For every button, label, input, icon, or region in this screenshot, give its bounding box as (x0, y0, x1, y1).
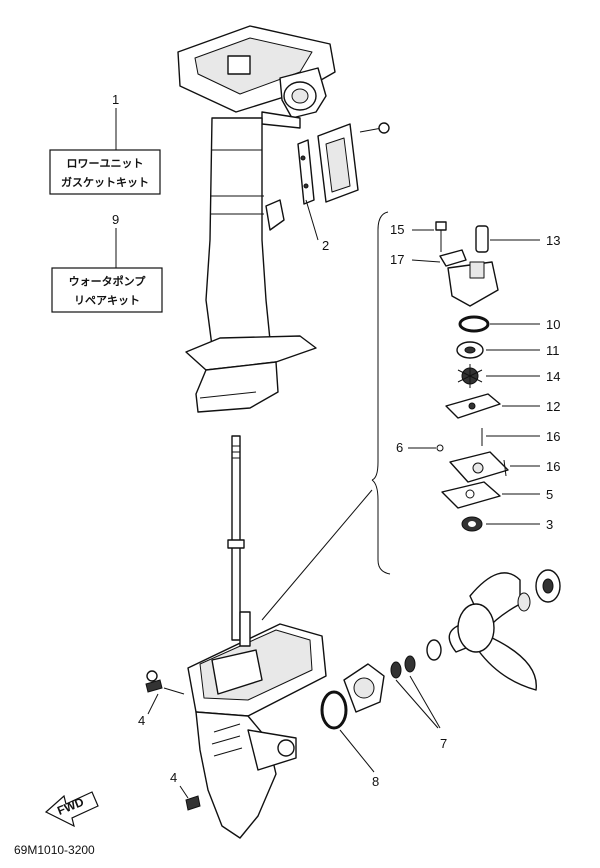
part-15-bolt: 15 (390, 221, 447, 252)
callout-number: 9 (112, 212, 119, 227)
part-5-gasket: 5 (441, 481, 553, 509)
callout-number: 6 (396, 440, 403, 455)
callout-number: 13 (546, 233, 560, 248)
part-12-outer-plate: 12 (445, 393, 560, 419)
drive-shaft (227, 435, 245, 641)
callout-number: 17 (390, 252, 404, 267)
callout-number: 14 (546, 369, 560, 384)
callout-number: 8 (372, 774, 379, 789)
callout-number: 4 (138, 713, 145, 728)
lower-unit-gearcase (187, 611, 327, 839)
callout-number: 4 (170, 770, 177, 785)
callout-number: 5 (546, 487, 553, 502)
drive-shaft-housing (177, 25, 336, 413)
callout-number: 2 (322, 238, 329, 253)
kit-label-line1: ウォータポンプ (69, 274, 147, 288)
callout-number: 11 (546, 343, 560, 358)
fwd-arrow-icon: FWD (44, 791, 99, 828)
part-14-impeller: 14 (457, 364, 560, 388)
callout-number: 16 (546, 429, 560, 444)
kit-label-line2: ガスケットキット (61, 175, 149, 189)
part-4-screw-lower: 4 (170, 770, 201, 811)
part-13-sleeve: 13 (475, 225, 560, 253)
part-10-o-ring: 10 (458, 315, 560, 333)
callout-number: 16 (546, 459, 560, 474)
kit-label-line2: リペアキット (74, 294, 140, 307)
part-6-16-plate-pins: 6 16 16 (396, 428, 560, 483)
kit-label-line1: ロワーユニット (67, 157, 144, 170)
part-4-screw-upper: 4 (138, 670, 185, 728)
part-2-cover-gasket: 2 (297, 122, 390, 253)
callout-number: 1 (112, 92, 119, 107)
callout-number: 15 (390, 222, 404, 237)
part-8-o-ring: 8 (320, 690, 379, 789)
callout-number: 12 (546, 399, 560, 414)
callout-number: 3 (546, 517, 553, 532)
kit-label-water-pump-repair: 9 ウォータポンプ リペアキット (51, 212, 163, 313)
reference-code: 69M1010-3200 (14, 843, 95, 857)
kit-label-lower-unit-gasket: 1 ロワーユニット ガスケットキット (49, 92, 161, 195)
propeller-assembly: 7 (343, 569, 561, 751)
callout-number: 10 (546, 317, 560, 332)
part-11-cartridge: 11 (456, 341, 560, 359)
part-17-pump-housing: 17 (390, 249, 499, 307)
callout-number: 7 (440, 736, 447, 751)
part-3-oil-seal: 3 (461, 516, 553, 532)
